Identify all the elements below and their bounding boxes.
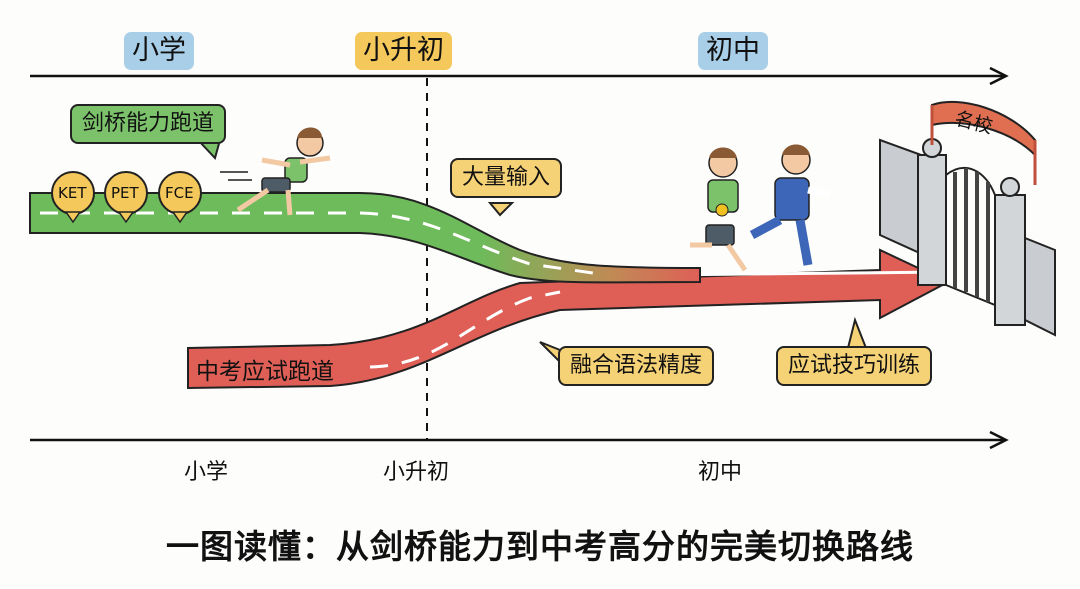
diagram-title: 一图读懂：从剑桥能力到中考高分的完美切换路线	[166, 527, 914, 566]
exam-skills-callout: 应试技巧训练	[776, 346, 933, 386]
bottom-stage-transition: 小升初	[383, 460, 450, 485]
green-track	[29, 192, 701, 284]
bottom-timeline-axis	[30, 430, 1009, 450]
cambridge-track-callout: 剑桥能力跑道	[70, 104, 227, 144]
milestone-markers	[51, 171, 202, 224]
milestone-fce: FCE	[165, 184, 194, 202]
runner-green-icon	[220, 127, 331, 216]
milestone-pet: PET	[111, 184, 139, 202]
input-callout: 大量输入	[450, 158, 563, 198]
top-stage-junior-high: 初中	[698, 32, 768, 70]
milestone-ket: KET	[58, 184, 87, 202]
top-stage-transition: 小升初	[355, 32, 452, 70]
school-gate-icon	[879, 100, 1056, 337]
runners-merged-icon	[690, 144, 831, 272]
grammar-callout: 融合语法精度	[558, 346, 715, 386]
top-stage-primary: 小学	[124, 32, 194, 70]
bottom-stage-primary: 小学	[184, 460, 229, 485]
exam-track-label: 中考应试跑道	[196, 359, 334, 385]
top-timeline-axis	[30, 66, 1009, 86]
bottom-stage-junior-high: 初中	[698, 460, 743, 485]
